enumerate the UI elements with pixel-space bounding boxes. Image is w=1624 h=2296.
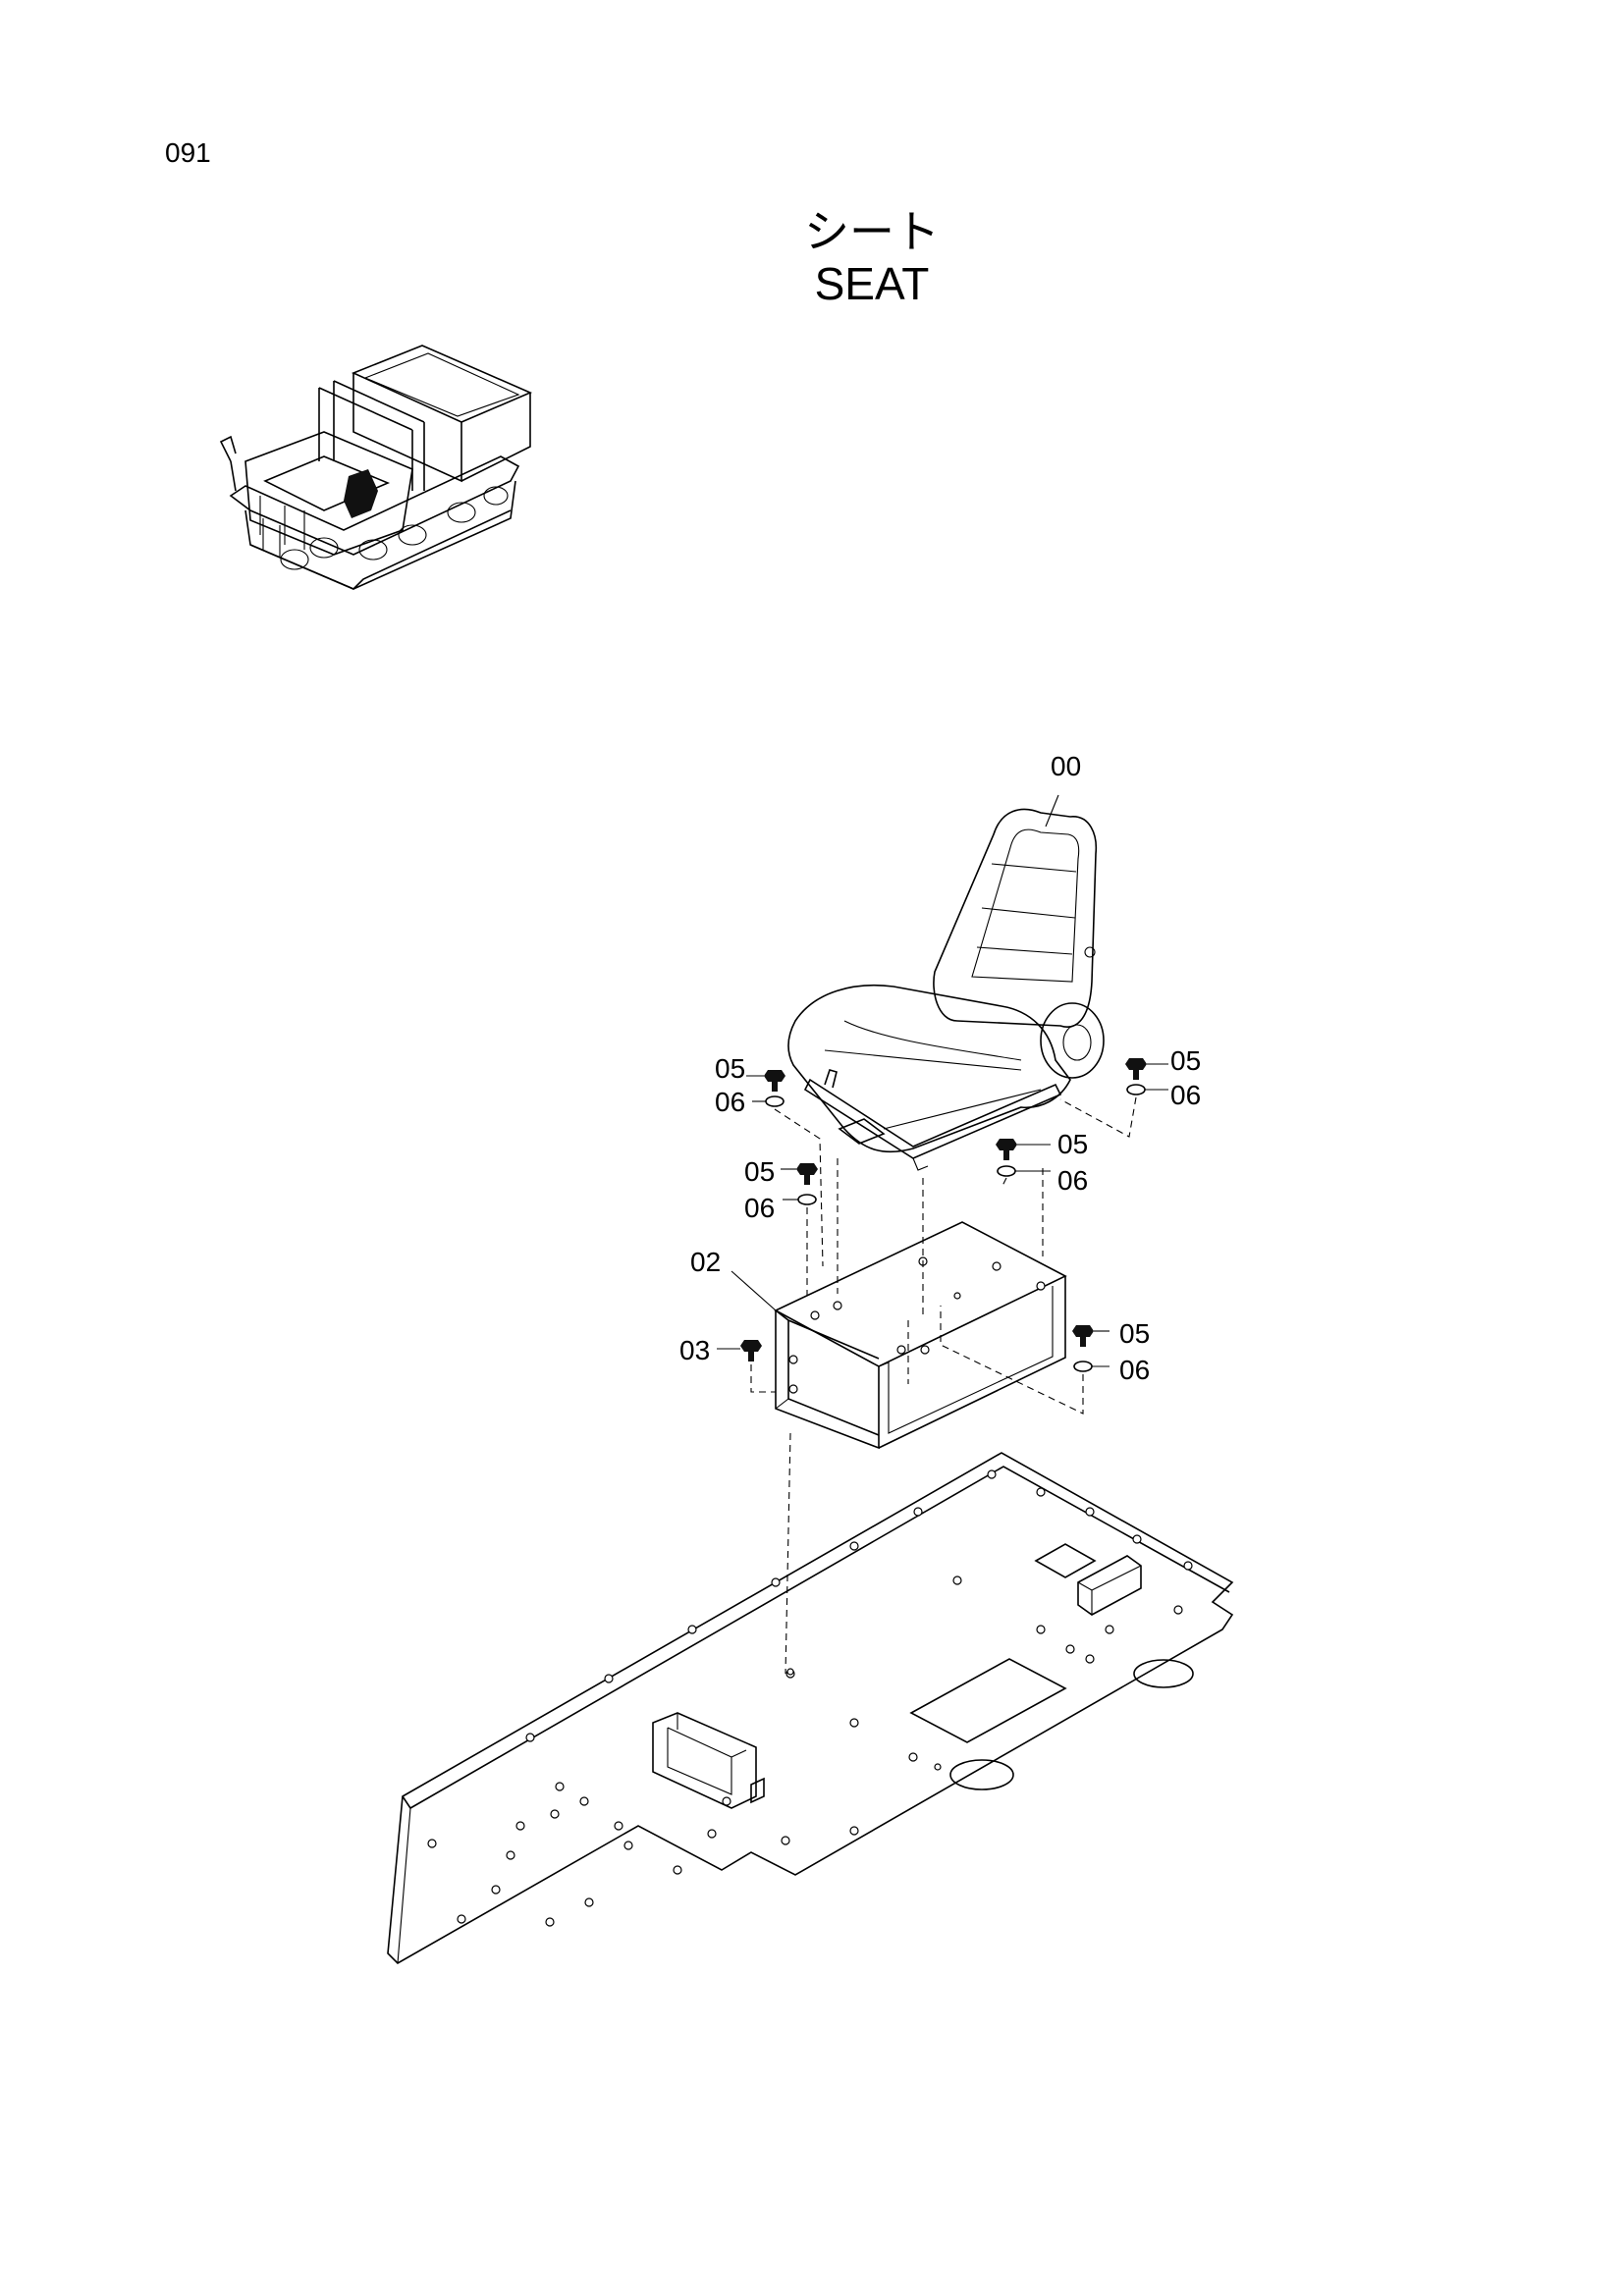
callout-bolt: 05 (744, 1156, 775, 1187)
title-japanese: シート (804, 205, 940, 258)
title-english: SEAT (814, 258, 930, 309)
callout-bolt: 05 (1119, 1318, 1150, 1349)
floor-plate-part (387, 1452, 1234, 1964)
callout-washer: 06 (1057, 1165, 1088, 1196)
callout-washer: 06 (744, 1193, 775, 1223)
callout-washer: 06 (715, 1087, 745, 1117)
callout-seat-base: 02 (690, 1247, 721, 1277)
callout-bolt: 05 (715, 1053, 745, 1084)
callout-washer: 06 (1170, 1080, 1201, 1110)
callout-bolt: 05 (1170, 1045, 1201, 1076)
callout-bolt: 05 (1057, 1129, 1088, 1159)
callout-bolt-base: 03 (679, 1335, 710, 1365)
page-number: 091 (165, 137, 211, 168)
bolt-icon (746, 1070, 785, 1092)
carrier-vehicle-icon (219, 345, 533, 590)
seat-part (787, 794, 1105, 1171)
callout-seat: 00 (1051, 751, 1081, 781)
fasteners (717, 1058, 1168, 1675)
callout-washer: 06 (1119, 1355, 1150, 1385)
seat-base-part (731, 1221, 1067, 1450)
